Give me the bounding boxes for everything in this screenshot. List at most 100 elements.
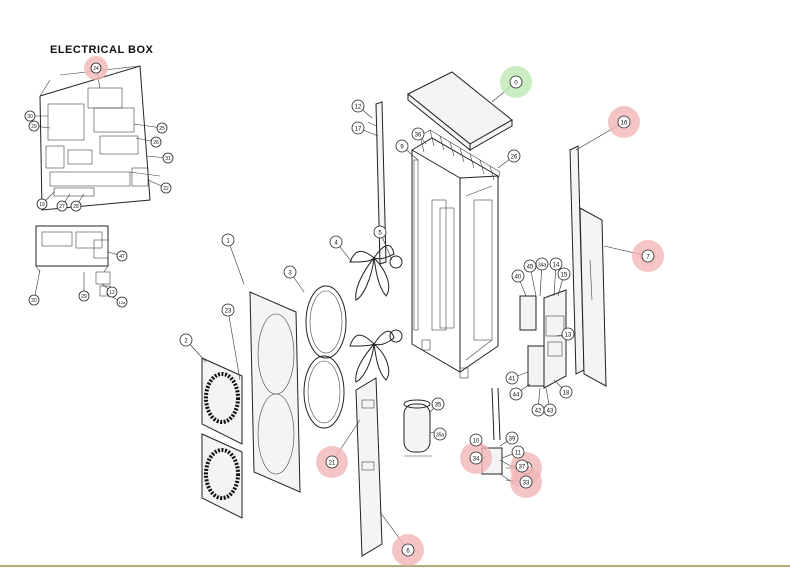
callout-10: 10 (469, 433, 483, 447)
callout-39: 39 (505, 431, 519, 445)
callout-20: 20 (28, 294, 40, 306)
callout-30: 30 (24, 110, 36, 122)
callout-11: 11 (511, 445, 525, 459)
callout-41: 41 (505, 371, 519, 385)
callout-44: 44 (509, 387, 523, 401)
callout-47: 47 (116, 250, 128, 262)
callout-label-3: 3 (288, 271, 292, 277)
callout-label-43: 43 (547, 409, 554, 415)
compressor (403, 399, 432, 457)
callout-12: 12 (351, 99, 365, 113)
callout-31: 31 (162, 152, 174, 164)
callout-label-33: 33 (523, 481, 530, 487)
front-panel (249, 291, 301, 493)
callout-0: 0 (509, 75, 523, 89)
callout-label-5: 5 (378, 231, 382, 237)
callout-label-40: 40 (515, 275, 522, 281)
callout-45: 45 (523, 259, 537, 273)
callout-5: 5 (373, 225, 387, 239)
callout-label-9: 9 (400, 145, 404, 151)
callout-label-12a: 12a (119, 300, 126, 305)
callout-4: 4 (329, 235, 343, 249)
fan-grilles (201, 357, 243, 519)
callout-label-36: 36 (415, 133, 422, 139)
callout-14: 14 (549, 257, 563, 271)
callout-label-41: 41 (509, 377, 516, 383)
top-panel (407, 71, 513, 152)
callout-37: 37 (515, 459, 529, 473)
callout-label-42: 42 (535, 409, 542, 415)
callout-6: 6 (401, 543, 415, 557)
callout-label-20: 20 (31, 298, 37, 304)
callout-27: 27 (56, 200, 68, 212)
callout-label-29: 29 (31, 124, 37, 130)
callout-18: 18 (559, 385, 573, 399)
callout-label-13: 13 (565, 333, 572, 339)
callout-33: 33 (519, 475, 533, 489)
callout-19: 19 (36, 198, 48, 210)
leader-line-1 (227, 239, 245, 285)
callout-label-11: 11 (515, 451, 522, 457)
callout-16: 16 (617, 115, 631, 129)
callout-label-19: 19 (39, 202, 45, 208)
callout-label-27: 27 (59, 204, 65, 210)
callout-29: 29 (78, 290, 90, 302)
callout-label-45: 45 (527, 265, 534, 271)
callout-label-37: 37 (519, 465, 526, 471)
callout-26: 26 (507, 149, 521, 163)
callout-34: 34 (469, 451, 483, 465)
callout-40: 40 (511, 269, 525, 283)
callout-label-7: 7 (646, 255, 650, 261)
vertical-bar (367, 101, 387, 265)
callout-12a: 12a (116, 296, 128, 308)
callout-label-16: 16 (621, 121, 628, 127)
callout-23: 23 (221, 303, 235, 317)
electrical-box-title: ELECTRICAL BOX (50, 44, 154, 56)
callout-35a: 35a (433, 427, 447, 441)
callout-label-34a: 34a (538, 263, 547, 269)
callout-28: 28 (70, 200, 82, 212)
callout-label-34: 34 (473, 457, 480, 463)
callout-label-30: 30 (27, 114, 33, 120)
callout-35: 35 (431, 397, 445, 411)
callout-label-15: 15 (561, 273, 568, 279)
callout-13: 13 (561, 327, 575, 341)
callout-label-35a: 35a (436, 433, 445, 439)
callout-label-4: 4 (334, 241, 338, 247)
callout-43: 43 (543, 403, 557, 417)
callout-label-26: 26 (511, 155, 518, 161)
callout-3: 3 (283, 265, 297, 279)
callout-label-6: 6 (406, 549, 410, 555)
callout-label-2: 2 (184, 339, 188, 345)
callout-label-39: 39 (509, 437, 516, 443)
callout-labels: 0 16 7 21 6 34 3 23 31 2 17 36 9 26 15 43 22 33 5 35a 10 39 11… (24, 56, 664, 566)
electrical-box-inset (35, 65, 161, 297)
callout-label-14: 14 (553, 263, 560, 269)
callout-34a: 34a (535, 257, 549, 271)
callout-12: 12 (106, 286, 118, 298)
front-side-panel (355, 377, 383, 557)
fan-blades (349, 245, 403, 383)
fan-rings (303, 285, 347, 429)
callout-label-23: 23 (225, 309, 232, 315)
callout-9: 9 (395, 139, 409, 153)
callout-label-18: 18 (563, 391, 570, 397)
callout-label-12: 12 (355, 105, 362, 111)
right-panels (569, 145, 607, 387)
callout-17: 17 (351, 121, 365, 135)
callout-label-24: 24 (93, 66, 99, 72)
callout-label-12: 12 (109, 290, 115, 296)
callout-label-22: 22 (163, 186, 169, 192)
leader-line-23 (227, 309, 241, 381)
callout-label-31: 31 (165, 156, 171, 162)
callout-7: 7 (641, 249, 655, 263)
callout-29: 29 (28, 120, 40, 132)
callout-25: 25 (156, 122, 168, 134)
callout-label-17: 17 (355, 127, 362, 133)
callout-label-25: 25 (159, 126, 165, 132)
callout-36: 36 (411, 127, 425, 141)
callout-label-44: 44 (513, 393, 520, 399)
callout-21: 21 (325, 455, 339, 469)
callout-label-21: 21 (329, 461, 336, 467)
